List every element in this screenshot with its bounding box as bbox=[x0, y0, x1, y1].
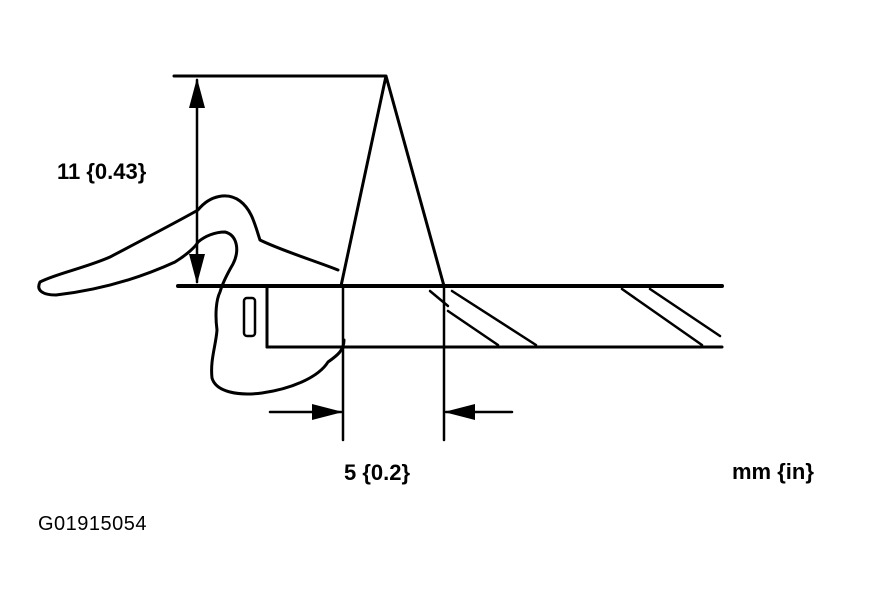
width-arrow-left-icon bbox=[312, 404, 343, 420]
contact-triangle bbox=[172, 74, 446, 288]
width-dimension bbox=[268, 284, 514, 442]
width-dimension-label: 5 {0.2} bbox=[344, 460, 411, 485]
height-arrow-top-icon bbox=[189, 78, 205, 108]
height-dimension bbox=[189, 78, 205, 284]
width-arrow-right-icon bbox=[444, 404, 475, 420]
lip-slot bbox=[242, 296, 257, 338]
lip-outer-contour bbox=[37, 194, 340, 297]
lip-inner-contour bbox=[196, 230, 346, 396]
height-arrow-bottom-icon bbox=[189, 254, 205, 284]
height-dimension-label: 11 {0.43} bbox=[57, 159, 147, 184]
section-hatching bbox=[428, 287, 722, 347]
panel-section bbox=[176, 284, 724, 349]
figure-code: G01915054 bbox=[38, 513, 148, 535]
weatherstrip-lip bbox=[37, 194, 346, 396]
units-label: mm {in} bbox=[732, 459, 814, 484]
